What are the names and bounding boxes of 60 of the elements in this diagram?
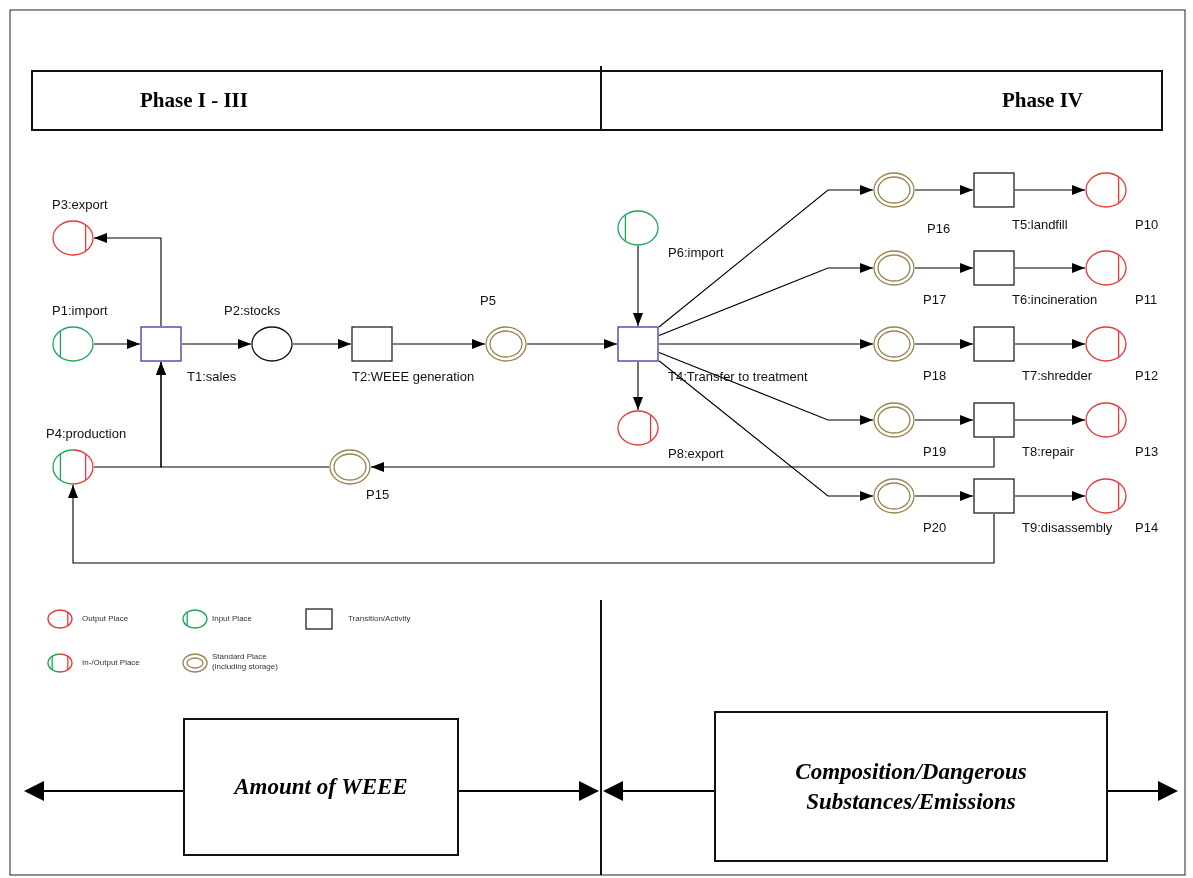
- node-label: P11: [1135, 292, 1158, 307]
- arrow: [658, 263, 874, 337]
- node-label: P10: [1135, 217, 1159, 232]
- arrow: [1014, 339, 1086, 349]
- arrow: [526, 339, 618, 349]
- node-label: P15: [366, 487, 390, 502]
- arrow: [914, 491, 974, 501]
- phase-header: Phase I - III: [31, 70, 601, 131]
- node-label: T8:repair: [1022, 444, 1075, 459]
- node-label: P1:import: [52, 303, 108, 318]
- arrow: [1014, 185, 1086, 195]
- node-label: P18: [923, 368, 947, 383]
- node-label: P14: [1135, 520, 1159, 535]
- node-label: P16: [927, 221, 951, 236]
- node-label: P12: [1135, 368, 1159, 383]
- node-label: P4:production: [46, 426, 127, 441]
- arrow: [156, 361, 330, 468]
- arrow: [1014, 491, 1086, 501]
- legend-label: In-/Output Place: [82, 658, 140, 668]
- arrow: [658, 185, 874, 328]
- scope-box: Composition/Dangerous Substances/Emissions: [714, 711, 1108, 862]
- arrow: [370, 437, 995, 472]
- node-label: P19: [923, 444, 947, 459]
- arrow: [392, 339, 486, 349]
- phase-header: Phase IV: [601, 70, 1163, 131]
- arrow: [914, 263, 974, 273]
- node-label: T5:landfill: [1012, 217, 1068, 232]
- arrow: [181, 339, 252, 349]
- scope-box: Amount of WEEE: [183, 718, 459, 856]
- arrow: [658, 351, 874, 425]
- legend-label: Standard Place (including storage): [212, 652, 279, 672]
- node-label: T9:disassembly: [1022, 520, 1113, 535]
- legend-label: Input Place: [212, 614, 253, 624]
- arrow: [633, 245, 643, 327]
- node-label: P17: [923, 292, 947, 307]
- node-label: P20: [923, 520, 947, 535]
- node-label: P2:stocks: [224, 303, 281, 318]
- arrow: [1014, 415, 1086, 425]
- node-label: T1:sales: [187, 369, 237, 384]
- node-label: P5: [480, 293, 496, 308]
- arrow: [1014, 263, 1086, 273]
- node-label: T7:shredder: [1022, 368, 1093, 383]
- node-label: P8:export: [668, 446, 724, 461]
- arrow: [914, 415, 974, 425]
- node-label: P13: [1135, 444, 1159, 459]
- arrow: [93, 233, 162, 327]
- arrow: [914, 339, 974, 349]
- arrow: [292, 339, 352, 349]
- node-label: T6:incineration: [1012, 292, 1098, 307]
- arrow: [68, 484, 995, 564]
- node-label: T2:WEEE generation: [352, 369, 475, 384]
- arrow: [658, 339, 874, 349]
- arrow: [914, 185, 974, 195]
- arrow: [658, 360, 874, 501]
- legend-label: Output Place: [82, 614, 129, 624]
- arrow: [633, 361, 643, 411]
- node-label: P3:export: [52, 197, 108, 212]
- node-label: P6:import: [668, 245, 724, 260]
- legend-label: Transition/Activity: [348, 614, 411, 624]
- arrow: [93, 339, 141, 349]
